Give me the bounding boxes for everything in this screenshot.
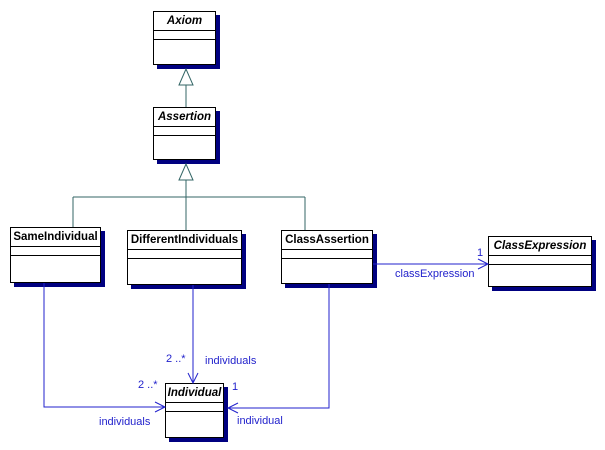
class-name: Axiom [154, 12, 215, 31]
open-arrowhead-icon [477, 258, 490, 270]
generalization-triangle-icon [178, 67, 194, 86]
open-arrowhead-icon [154, 401, 167, 413]
association-sameindividual-to-individual [43, 283, 167, 413]
attributes-compartment [489, 256, 591, 265]
attributes-compartment [154, 31, 215, 40]
class-axiom[interactable]: Axiom [153, 11, 216, 65]
attributes-compartment [154, 127, 215, 136]
class-differentindividuals[interactable]: DifferentIndividuals [127, 230, 242, 285]
class-name: Assertion [154, 108, 215, 127]
operations-compartment [11, 256, 100, 282]
association-differentindividuals-to-individual [187, 285, 199, 385]
class-classexpression[interactable]: ClassExpression [488, 236, 592, 287]
class-name: SameIndividual [11, 228, 100, 247]
open-arrowhead-icon [226, 402, 239, 414]
association-classassertion-to-individual [226, 284, 330, 414]
attributes-compartment [282, 250, 372, 259]
multiplicity-individuals-middle: 2 ..* [166, 353, 186, 365]
class-name: ClassExpression [489, 237, 591, 256]
operations-compartment [282, 259, 372, 283]
association-label-individual-right: individual [237, 415, 283, 427]
class-name: DifferentIndividuals [128, 231, 241, 250]
class-name: ClassAssertion [282, 231, 372, 250]
class-name: Individual [166, 384, 223, 403]
association-label-individuals-left: individuals [99, 416, 151, 428]
operations-compartment [154, 40, 215, 64]
multiplicity-individual-right: 1 [232, 381, 239, 393]
operations-compartment [489, 265, 591, 286]
association-label-classexpression: classExpression [395, 268, 475, 280]
class-assertion[interactable]: Assertion [153, 107, 216, 160]
attributes-compartment [128, 250, 241, 259]
class-classassertion[interactable]: ClassAssertion [281, 230, 373, 284]
association-line [228, 284, 330, 409]
attributes-compartment [11, 247, 100, 256]
association-label-individuals-middle: individuals [205, 355, 257, 367]
open-arrowhead-icon [187, 372, 199, 385]
multiplicity-individuals-left: 2 ..* [138, 379, 158, 391]
generalization-triangle-icon [178, 162, 194, 181]
operations-compartment [166, 412, 223, 437]
class-sameindividual[interactable]: SameIndividual [10, 227, 101, 283]
multiplicity-classexpression: 1 [477, 247, 484, 259]
operations-compartment [154, 136, 215, 159]
class-individual[interactable]: Individual [165, 383, 224, 438]
attributes-compartment [166, 403, 223, 412]
generalization-subclasses-to-assertion [72, 162, 306, 230]
operations-compartment [128, 259, 241, 284]
generalization-assertion-to-axiom [178, 67, 194, 107]
